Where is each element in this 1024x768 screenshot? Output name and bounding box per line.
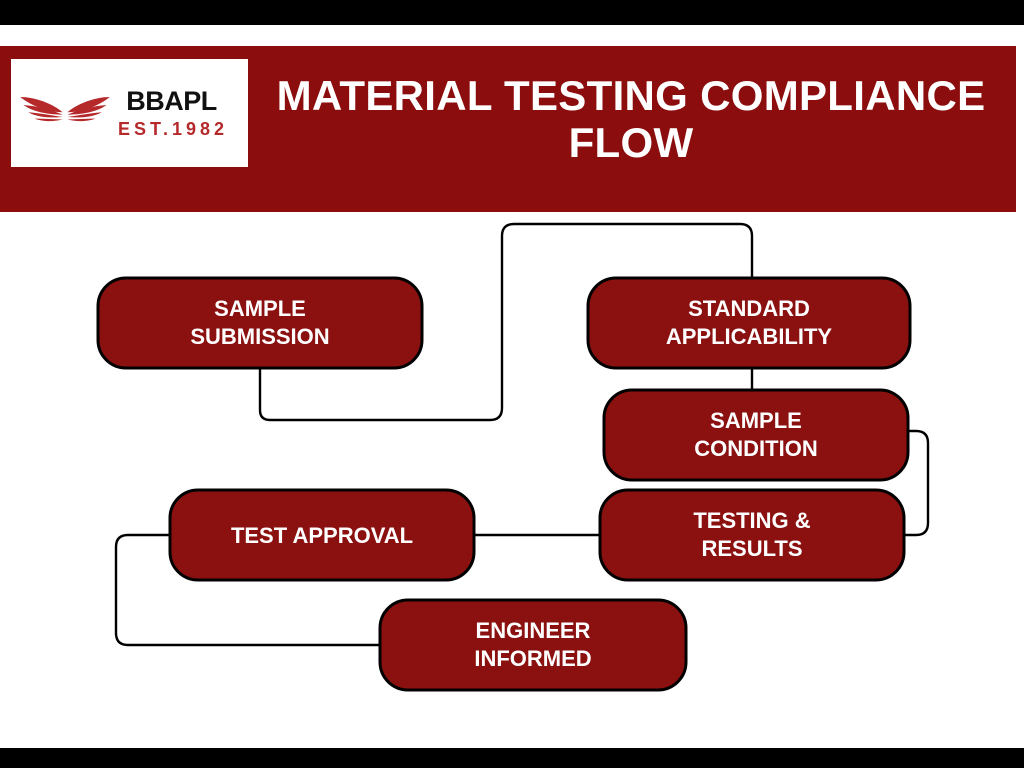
node-sample-condition-label-2: CONDITION: [694, 436, 817, 461]
node-engineer-informed-label-2: INFORMED: [474, 646, 591, 671]
logo-name: BBAPL: [126, 86, 217, 116]
page-title: MATERIAL TESTING COMPLIANCE FLOW: [276, 72, 986, 167]
flow-connectors: [114, 222, 930, 647]
node-engineer-informed-label-1: ENGINEER: [476, 618, 591, 643]
node-sample-condition[interactable]: SAMPLE CONDITION: [602, 388, 910, 482]
logo: BBAPL EST.1982: [11, 59, 248, 167]
node-standard-applicability-label-2: APPLICABILITY: [666, 324, 833, 349]
node-testing-results-label-1: TESTING &: [693, 508, 810, 533]
node-test-approval[interactable]: TEST APPROVAL: [168, 488, 476, 582]
logo-wordmark: BBAPL EST.1982: [115, 86, 229, 139]
node-sample-condition-label-1: SAMPLE: [710, 408, 802, 433]
edge-approval-to-engineer: [114, 533, 380, 647]
letterbox-bar-bottom: [0, 748, 1024, 768]
node-testing-results-label-2: RESULTS: [701, 536, 802, 561]
node-sample-condition-shape[interactable]: [602, 388, 910, 482]
node-sample-submission[interactable]: SAMPLE SUBMISSION: [96, 276, 424, 370]
logo-established: EST.1982: [118, 119, 229, 139]
node-standard-applicability[interactable]: STANDARD APPLICABILITY: [586, 276, 912, 370]
edge-submission-to-standard: [258, 222, 754, 422]
node-testing-results-shape[interactable]: [598, 488, 906, 582]
node-engineer-informed[interactable]: ENGINEER INFORMED: [378, 598, 688, 692]
node-test-approval-shape[interactable]: [168, 488, 476, 582]
flow-nodes: SAMPLE SUBMISSION STANDARD APPLICABILITY…: [96, 276, 912, 692]
wings-icon: [20, 97, 110, 122]
node-standard-applicability-label-1: STANDARD: [688, 296, 810, 321]
node-engineer-informed-shape[interactable]: [378, 598, 688, 692]
node-sample-submission-shape[interactable]: [96, 276, 424, 370]
node-test-approval-label-1: TEST APPROVAL: [231, 523, 413, 548]
edge-condition-to-testing: [904, 429, 930, 537]
node-sample-submission-label-2: SUBMISSION: [190, 324, 329, 349]
node-standard-applicability-shape[interactable]: [586, 276, 912, 370]
node-sample-submission-label-1: SAMPLE: [214, 296, 306, 321]
node-testing-results[interactable]: TESTING & RESULTS: [598, 488, 906, 582]
letterbox-bar-top: [0, 0, 1024, 25]
flowchart: SAMPLE SUBMISSION STANDARD APPLICABILITY…: [0, 212, 1024, 748]
